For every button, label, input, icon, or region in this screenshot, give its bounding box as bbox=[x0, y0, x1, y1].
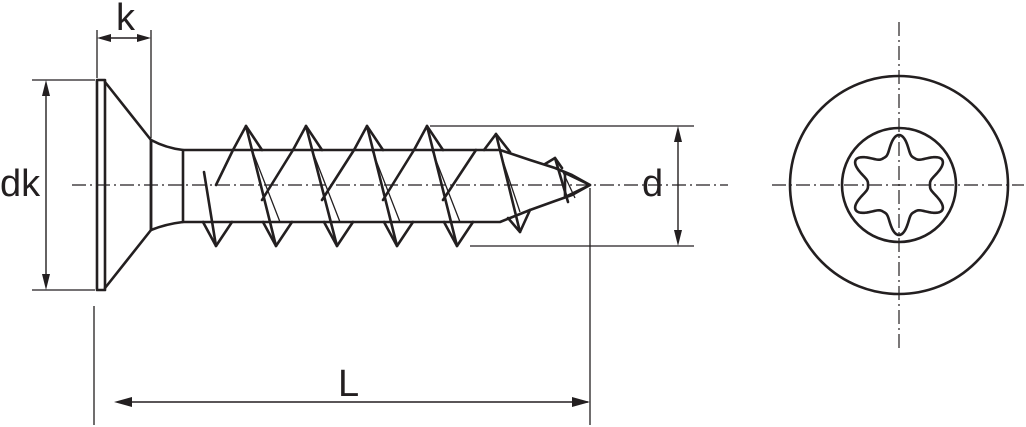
screw-side-view bbox=[72, 78, 728, 292]
screw-head-face bbox=[95, 78, 107, 292]
dimension-label-L: L bbox=[338, 363, 359, 405]
dimension-k: k bbox=[96, 0, 152, 138]
screw-shank bbox=[149, 138, 185, 232]
dimension-L: L bbox=[93, 188, 591, 425]
dimension-label-dk: dk bbox=[0, 163, 41, 205]
dimension-label-d: d bbox=[642, 163, 663, 205]
screw-top-view bbox=[772, 22, 1024, 348]
screw-tip bbox=[563, 171, 592, 199]
torx-star-icon bbox=[853, 133, 945, 237]
drive-recess-circle bbox=[840, 126, 958, 244]
dimension-dk: dk bbox=[0, 79, 95, 291]
thread-flank-shading bbox=[251, 149, 576, 223]
head-outer-circle bbox=[788, 74, 1010, 296]
thread-crests-top bbox=[231, 124, 564, 170]
thread-flanks bbox=[202, 124, 570, 248]
thread-crests-bottom bbox=[201, 208, 532, 248]
dimension-label-k: k bbox=[116, 0, 136, 39]
dimension-d: d bbox=[430, 125, 694, 247]
